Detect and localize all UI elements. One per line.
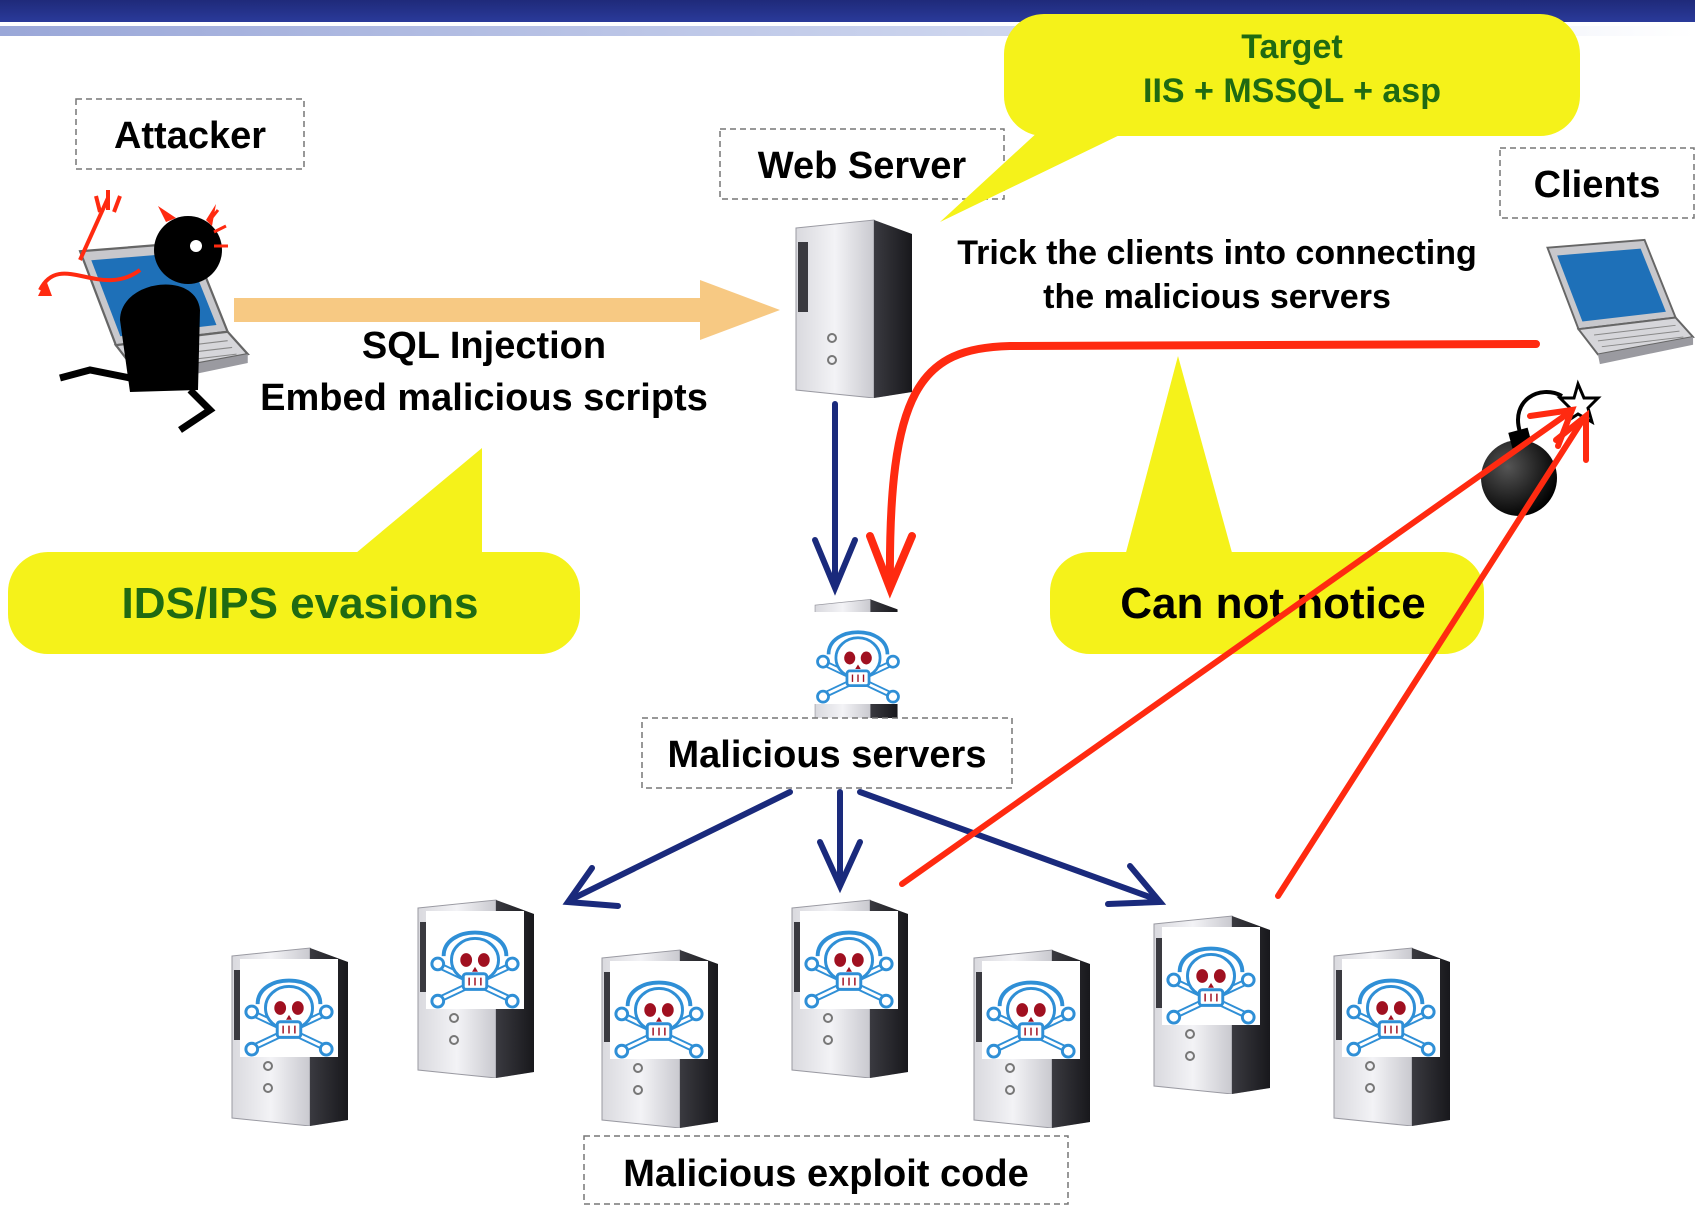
- web-server-label: Web Server: [719, 128, 1005, 200]
- target-callout-line2: IIS + MSSQL + asp: [1143, 72, 1441, 110]
- exploit-server-6: [1153, 915, 1271, 1094]
- skull-icon: [812, 612, 904, 704]
- skull-icon: [982, 961, 1080, 1059]
- client-laptop-icon: [1546, 238, 1695, 366]
- attacker-label: Attacker: [75, 98, 305, 170]
- sql-injection-arrow: [234, 280, 780, 340]
- clients-label-text: Clients: [1534, 164, 1661, 206]
- trick-text-line2: the malicious servers: [1043, 278, 1391, 316]
- trick-text-line1: Trick the clients into connecting: [957, 234, 1477, 272]
- attacker-devil-icon: [38, 190, 249, 433]
- clients-label: Clients: [1499, 147, 1695, 219]
- exploit-arrows-red: [899, 406, 1589, 899]
- distribute-arrows-blue: [562, 789, 1167, 909]
- redirect-arrow-blue: [812, 401, 858, 596]
- skull-icon: [1342, 959, 1440, 1057]
- skull-icon: [800, 911, 898, 1009]
- web-server-icon: [795, 219, 913, 398]
- sql-injection-text-line1: SQL Injection: [362, 325, 606, 367]
- target-callout: Target IIS + MSSQL + asp: [940, 14, 1580, 222]
- exploit-server-2: [417, 899, 535, 1078]
- ids-ips-callout-text: IDS/IPS evasions: [121, 579, 478, 628]
- skull-icon: [610, 961, 708, 1059]
- sql-injection-text-line2: Embed malicious scripts: [260, 377, 708, 419]
- can-not-notice-callout: Can not notice: [1050, 356, 1484, 654]
- exploit-server-7: [1333, 947, 1451, 1126]
- exploit-server-1: [231, 947, 349, 1126]
- skull-icon: [1162, 927, 1260, 1025]
- exploit-server-4: [791, 899, 909, 1078]
- malicious-exploit-code-label-text: Malicious exploit code: [623, 1153, 1028, 1195]
- malicious-servers-label: Malicious servers: [641, 717, 1013, 789]
- skull-icon: [426, 911, 524, 1009]
- malicious-exploit-code-label: Malicious exploit code: [583, 1135, 1069, 1205]
- exploit-server-5: [973, 949, 1091, 1128]
- client-connect-arrow-red: [866, 340, 1540, 599]
- attacker-label-text: Attacker: [114, 115, 266, 157]
- target-callout-line1: Target: [1241, 28, 1342, 66]
- skull-icon: [240, 959, 338, 1057]
- bomb-icon: [1481, 379, 1602, 516]
- top-accent-line: [0, 26, 1695, 36]
- exploit-server-3: [601, 949, 719, 1128]
- web-server-label-text: Web Server: [758, 145, 967, 187]
- ids-ips-callout: IDS/IPS evasions: [8, 448, 580, 654]
- malicious-servers-label-text: Malicious servers: [668, 734, 987, 776]
